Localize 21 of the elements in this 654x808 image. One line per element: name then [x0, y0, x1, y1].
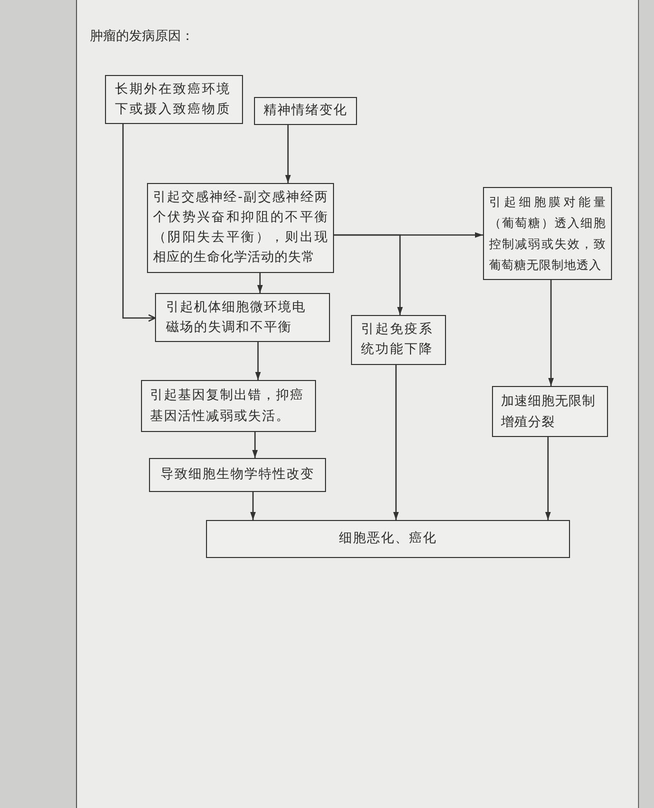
arrow: [250, 492, 256, 520]
arrow: [334, 234, 403, 315]
process-box: 引起细胞膜对能量（葡萄糖）透入细胞控制减弱或失效，致葡萄糖无限制地透入: [483, 187, 612, 280]
process-box: 精神情绪变化: [254, 97, 357, 125]
process-box: 长期外在致癌环境下或摄入致癌物质: [105, 75, 243, 124]
process-box: 引起交感神经-副交感神经两个伏势兴奋和抑阻的不平衡（阴阳失去平衡），则出现相应的生命化学活动的失常: [147, 183, 334, 273]
arrow: [122, 124, 156, 322]
arrow: [252, 432, 258, 458]
process-box: 引起基因复制出错，抑癌基因活性减弱或失活。: [141, 380, 316, 432]
process-box: 引起机体细胞微环境电磁场的失调和不平衡: [155, 293, 330, 342]
arrow: [257, 273, 263, 293]
process-box: 引起免疫系统功能下降: [351, 315, 446, 365]
arrow: [285, 125, 291, 183]
title: 肿瘤的发病原因：: [90, 28, 194, 46]
process-box: 加速细胞无限制增殖分裂: [492, 386, 608, 437]
arrow: [545, 437, 551, 520]
process-box: 细胞恶化、癌化: [206, 520, 570, 558]
process-box: 导致细胞生物学特性改变: [149, 458, 326, 492]
arrow: [393, 365, 399, 520]
arrow: [255, 342, 261, 380]
arrow: [548, 280, 554, 386]
